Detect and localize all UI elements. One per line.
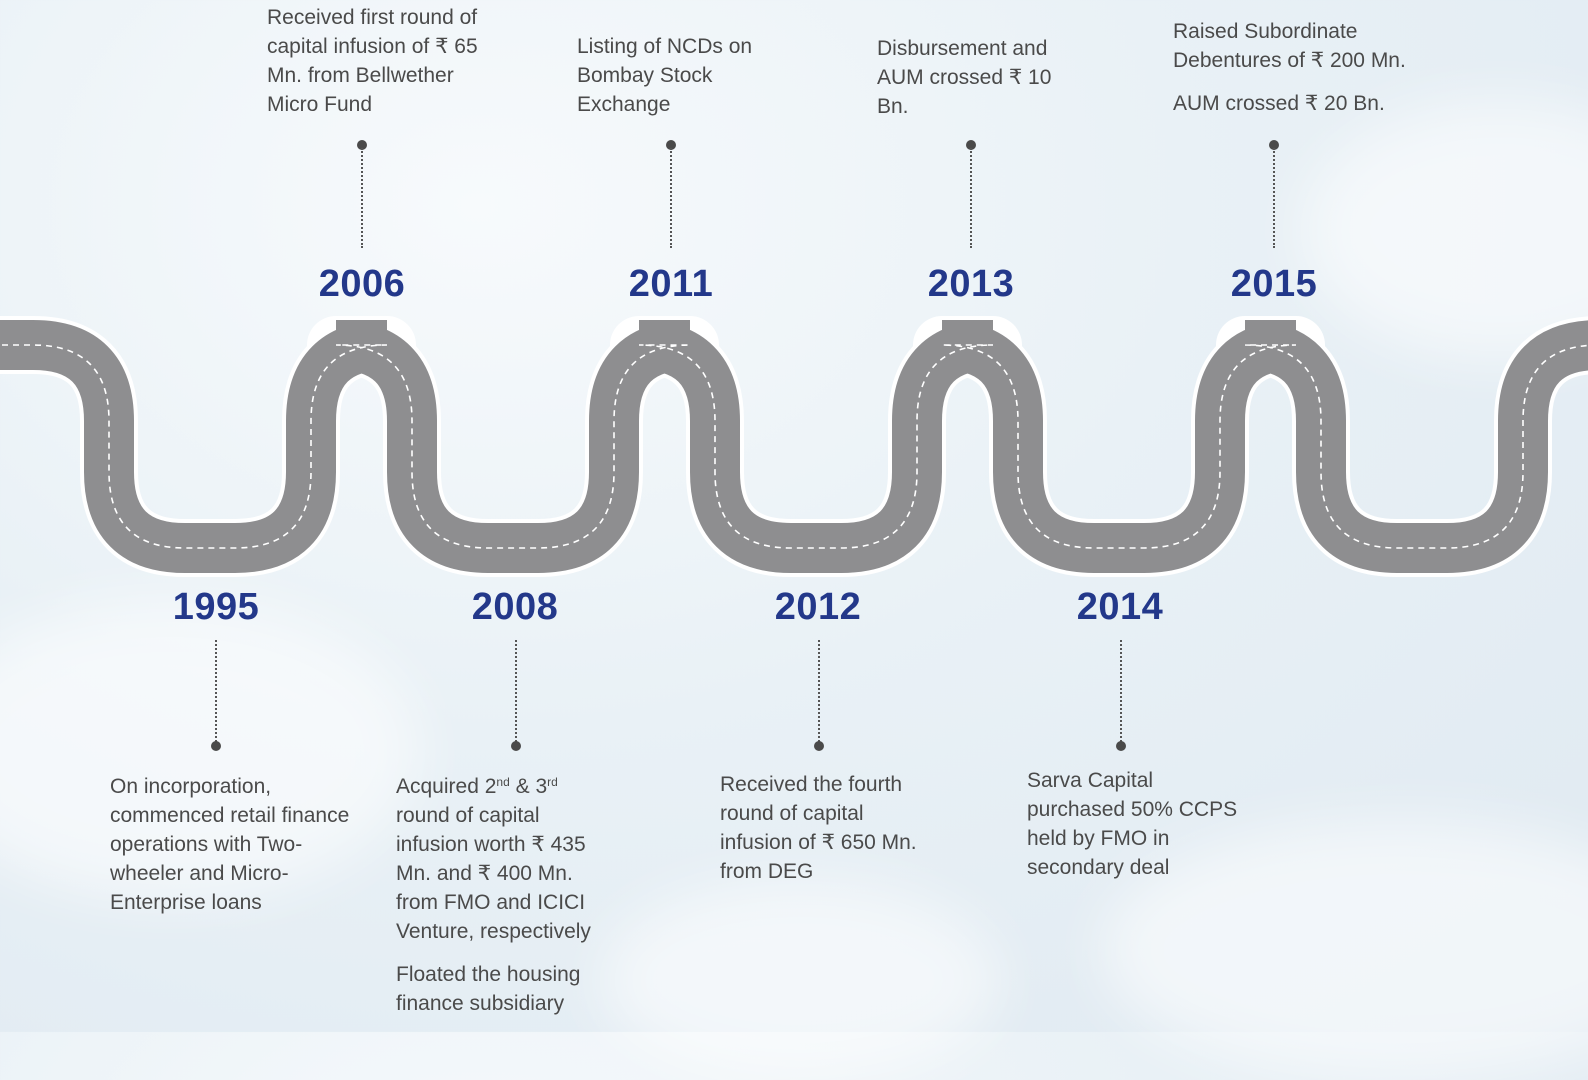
connector-dot	[1116, 741, 1126, 751]
milestone-2008-text: Acquired 2nd & 3rd round of capital infu…	[396, 772, 611, 1018]
connector-dot	[511, 741, 521, 751]
milestone-text: Sarva Capital purchased 50% CCPS held by…	[1027, 769, 1238, 879]
milestone-2013-text: Disbursement and AUM crossed ₹ 10 Bn.	[877, 34, 1077, 121]
milestone-text: Received the fourth round of capital inf…	[720, 773, 917, 883]
dotted-connector	[515, 640, 517, 742]
milestone-2015-text: Raised Subordinate Debentures of ₹ 200 M…	[1173, 17, 1433, 118]
connector-dot	[814, 741, 824, 751]
year-label: 1995	[172, 586, 260, 628]
year-label: 2008	[471, 586, 559, 628]
year-label: 2013	[927, 263, 1015, 305]
dotted-connector	[818, 640, 820, 742]
milestone-2012-text: Received the fourth round of capital inf…	[720, 770, 920, 886]
connector-dot	[211, 741, 221, 751]
milestone-2014-text: Sarva Capital purchased 50% CCPS held by…	[1027, 766, 1252, 882]
milestone-text: On incorporation, commenced retail finan…	[110, 775, 350, 914]
connector-dot	[966, 140, 976, 150]
milestone-text: Listing of NCDs on Bombay Stock Exchange	[577, 35, 753, 116]
connector-dot	[1269, 140, 1279, 150]
dotted-connector	[361, 148, 363, 248]
milestone-text: Floated the housing finance subsidiary	[396, 963, 581, 1015]
year-label: 2015	[1230, 263, 1318, 305]
dotted-connector	[215, 640, 217, 742]
milestone-1995-text: On incorporation, commenced retail finan…	[110, 772, 355, 917]
dotted-connector	[970, 148, 972, 248]
milestone-2006-text: Received first round of capital infusion…	[267, 3, 507, 119]
milestone-text: Disbursement and AUM crossed ₹ 10 Bn.	[877, 37, 1052, 118]
milestone-2011-text: Listing of NCDs on Bombay Stock Exchange	[577, 32, 767, 119]
winding-road	[0, 320, 1588, 573]
connector-dot	[357, 140, 367, 150]
milestone-text: Acquired 2nd & 3rd round of capital infu…	[396, 775, 591, 943]
dotted-connector	[1273, 148, 1275, 248]
milestone-text: Received first round of capital infusion…	[267, 6, 478, 116]
year-label: 2006	[318, 263, 406, 305]
year-label: 2014	[1076, 586, 1164, 628]
year-label: 2012	[774, 586, 862, 628]
dotted-connector	[1120, 640, 1122, 742]
year-label: 2011	[628, 263, 714, 305]
milestone-text: AUM crossed ₹ 20 Bn.	[1173, 92, 1385, 115]
dotted-connector	[670, 148, 672, 248]
connector-dot	[666, 140, 676, 150]
milestone-text: Raised Subordinate Debentures of ₹ 200 M…	[1173, 20, 1406, 72]
